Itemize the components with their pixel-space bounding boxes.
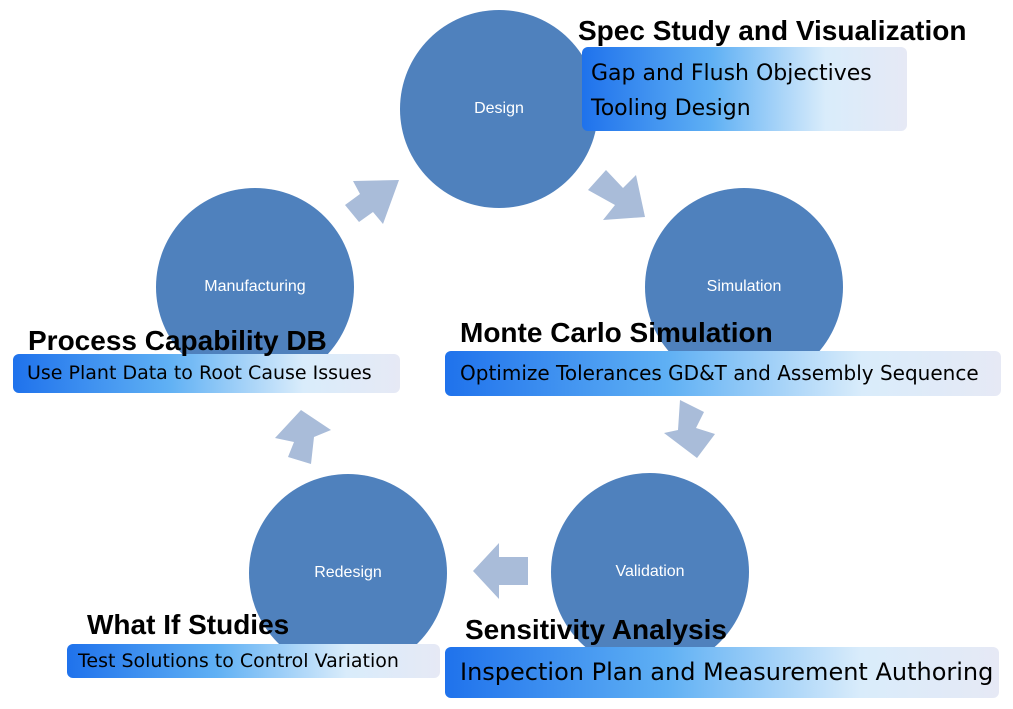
monte-carlo-box: Optimize Tolerances GD&T and Assembly Se…	[445, 351, 1001, 396]
monte-carlo-line-1: Optimize Tolerances GD&T and Assembly Se…	[460, 361, 979, 385]
process-cap-line-1: Use Plant Data to Root Cause Issues	[27, 362, 372, 384]
arrow-validation-to-redesign	[473, 543, 528, 599]
process-cap-box: Use Plant Data to Root Cause Issues	[13, 354, 400, 393]
arrow-manufacturing-to-design	[345, 180, 399, 224]
design-label: Design	[474, 100, 524, 117]
arrow-simulation-to-validation	[664, 400, 715, 458]
arrow-design-to-simulation	[588, 170, 645, 220]
design-circle	[400, 10, 598, 208]
spec-study-heading: Spec Study and Visualization	[578, 15, 967, 46]
manufacturing-label: Manufacturing	[204, 278, 306, 295]
arrow-redesign-to-manufacturing	[275, 410, 331, 464]
redesign-label: Redesign	[314, 564, 382, 581]
what-if-box: Test Solutions to Control Variation	[67, 644, 440, 678]
spec-study-line-1: Gap and Flush Objectives	[591, 61, 872, 86]
validation-label: Validation	[615, 563, 685, 580]
sensitivity-line-1: Inspection Plan and Measurement Authorin…	[460, 658, 994, 686]
spec-study-box: Gap and Flush Objectives Tooling Design	[582, 47, 907, 131]
simulation-label: Simulation	[706, 278, 782, 295]
process-cap-heading: Process Capability DB	[28, 325, 327, 356]
what-if-heading: What If Studies	[87, 609, 290, 640]
simulation-circle	[645, 188, 843, 386]
validation-circle	[551, 473, 749, 671]
sensitivity-box: Inspection Plan and Measurement Authorin…	[445, 647, 999, 698]
sensitivity-heading: Sensitivity Analysis	[465, 614, 727, 645]
spec-study-line-2: Tooling Design	[591, 96, 751, 121]
redesign-circle	[249, 474, 447, 672]
monte-carlo-heading: Monte Carlo Simulation	[460, 317, 773, 348]
what-if-line-1: Test Solutions to Control Variation	[78, 650, 399, 672]
manufacturing-circle	[156, 188, 354, 386]
